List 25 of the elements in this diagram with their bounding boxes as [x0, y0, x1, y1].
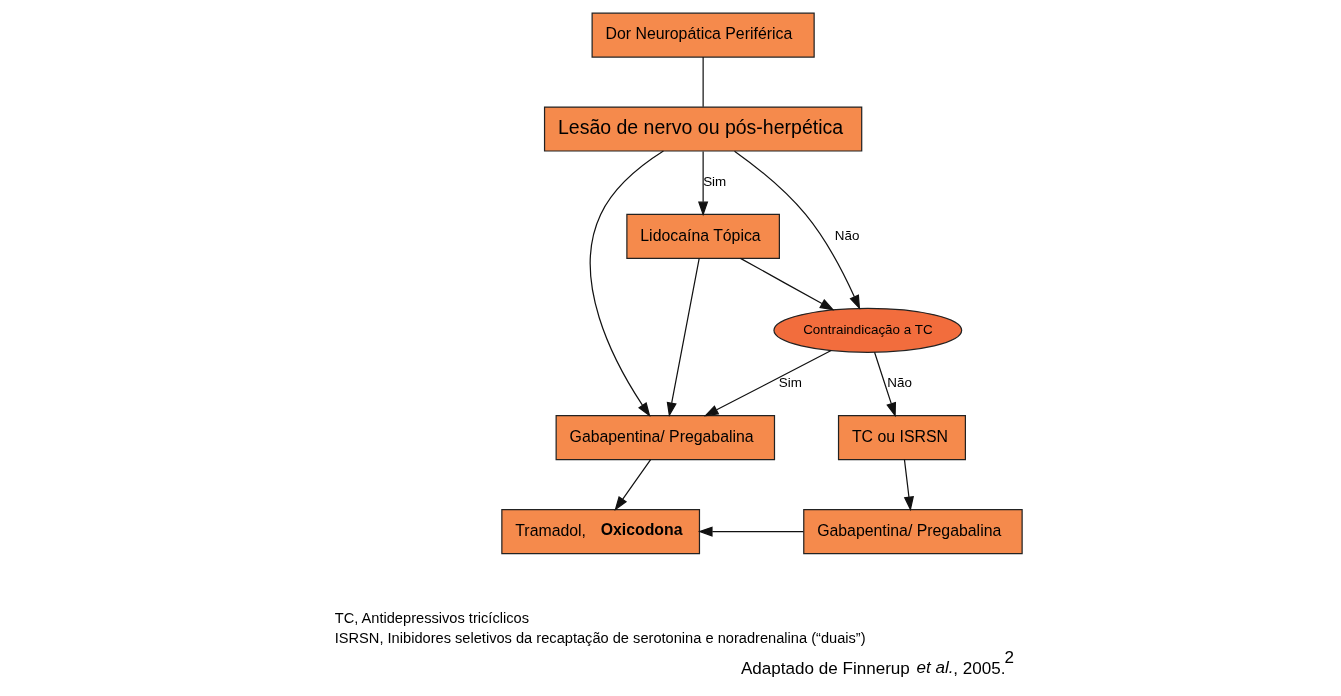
node-box: Lesão de nervo ou pós-herpética [543, 106, 863, 152]
node-box: TC ou ISRSN [837, 415, 966, 461]
arrow [666, 257, 700, 418]
node-box: Dor Neuropática Periférica [591, 12, 815, 58]
arrow [614, 459, 652, 511]
arrow [903, 459, 914, 512]
edge-label: Sim [703, 174, 727, 190]
node-box: Gabapentina/ Pregabalina [803, 509, 1023, 555]
edge-label: Sim [778, 375, 802, 391]
node-box: Gabapentina/ Pregabalina [555, 415, 776, 461]
arrow [589, 150, 665, 417]
arrow [698, 150, 709, 217]
label: ISRSN, Inibidores seletivos da recaptação de serotonina e noradrenalina (“duais”) [334, 630, 866, 647]
node-ellipse: Contraindicação a TC [773, 307, 963, 353]
arrow [703, 349, 832, 417]
label: TC, Antidepressivos tricíclicos [334, 609, 529, 626]
edge-label: Não [834, 227, 860, 243]
arrow [697, 526, 805, 537]
connector [702, 56, 704, 108]
node-box: Tramadol, Oxicodona [501, 509, 701, 555]
arrow [733, 150, 861, 310]
edge-label: Não [887, 375, 912, 391]
arrow [739, 257, 835, 311]
arrow [873, 351, 897, 418]
node-box: Lidocaína Tópica [626, 213, 780, 259]
